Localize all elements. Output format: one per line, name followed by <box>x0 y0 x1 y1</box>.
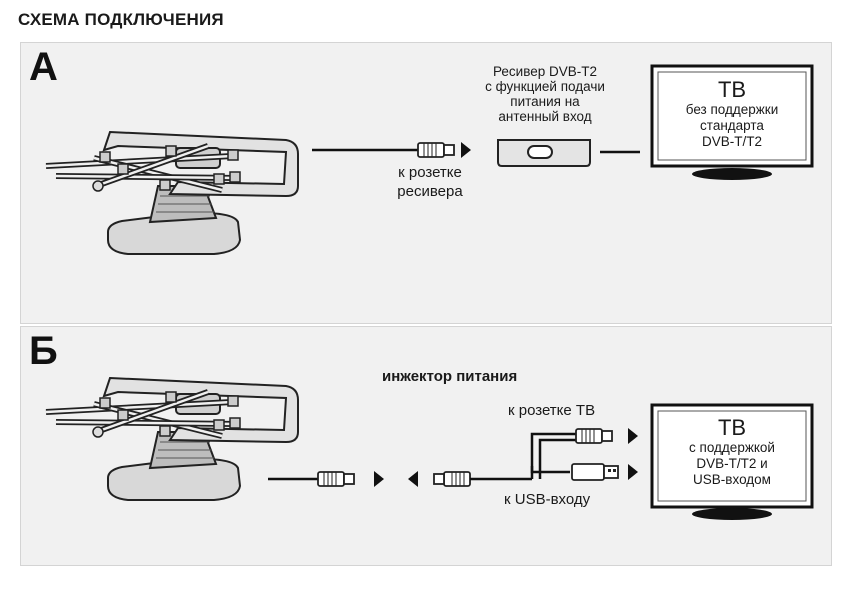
arrow-right-icon <box>628 464 638 480</box>
coax-plug-icon <box>417 142 455 158</box>
receiver-caption-line: с функцией подачи <box>485 79 605 94</box>
tv-a-text-line: стандарта <box>700 118 764 133</box>
arrow-left-icon <box>408 471 418 487</box>
tv-b-screen-text: ТВ с поддержкой DVB-T/T2 и USB-входом <box>658 416 806 488</box>
tv-socket-plug-icon <box>575 428 613 444</box>
receiver-icon <box>497 139 591 167</box>
panel-a-letter: А <box>29 45 58 89</box>
tv-a-screen-text: ТВ без поддержки стандарта DVB-T/T2 <box>658 78 806 150</box>
tv-b-icon <box>650 403 814 520</box>
cable-caption-line: ресивера <box>397 183 463 200</box>
tv-a-text-line: без поддержки <box>685 102 779 117</box>
tv-a-text-line: DVB-T/T2 <box>701 134 762 149</box>
injector-plug-icon <box>433 471 471 487</box>
tv-b-title: ТВ <box>717 415 747 440</box>
tv-b-text-line: USB-входом <box>693 472 771 487</box>
arrow-right-icon <box>628 428 638 444</box>
cable-caption-line: к розетке <box>398 164 462 181</box>
injector-caption: инжектор питания <box>382 368 518 385</box>
panel-b-letter: Б <box>29 329 58 373</box>
tv-b-text-line: с поддержкой <box>689 440 775 455</box>
receiver-caption: Ресивер DVB-T2 с функцией подачи питания… <box>470 64 620 124</box>
receiver-caption-line: антенный вход <box>498 109 592 124</box>
antenna-a-drawing <box>46 132 298 254</box>
antenna-b-drawing <box>46 378 298 500</box>
diagram-title: СХЕМА ПОДКЛЮЧЕНИЯ <box>18 10 224 29</box>
tv-b-text-line: DVB-T/T2 и <box>696 456 768 471</box>
usb-plug-icon <box>571 463 619 481</box>
coax-plug-icon <box>317 471 355 487</box>
receiver-caption-line: Ресивер DVB-T2 <box>492 64 597 79</box>
usb-caption: к USB-входу <box>504 491 591 508</box>
tv-socket-caption: к розетке ТВ <box>508 402 596 419</box>
cable-caption-a: к розетке ресивера <box>380 163 480 201</box>
tv-a-title: ТВ <box>717 77 747 102</box>
arrow-right-icon <box>461 142 471 158</box>
tv-a-icon <box>650 64 814 180</box>
arrow-right-icon <box>374 471 384 487</box>
receiver-caption-line: питания на <box>510 94 580 109</box>
